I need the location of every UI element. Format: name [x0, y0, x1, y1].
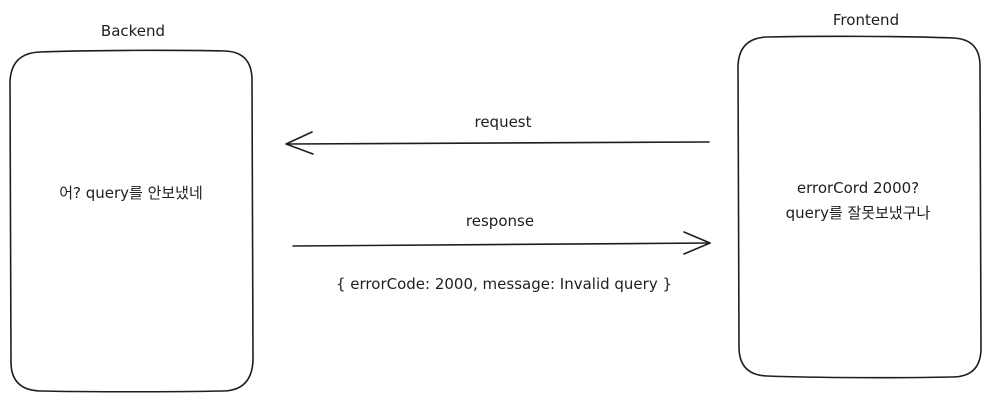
backend-box — [9, 49, 254, 393]
frontend-node: Frontend errorCord 2000? query를 잘못보냈구나 — [737, 11, 982, 379]
request-arrow-line — [286, 141, 710, 145]
request-arrow: request — [285, 113, 710, 155]
frontend-box — [737, 35, 982, 379]
backend-message: 어? query를 안보냈네 — [59, 184, 203, 202]
response-arrow-head — [683, 231, 711, 255]
frontend-message-line2: query를 잘못보냈구나 — [786, 204, 931, 222]
request-arrow-head — [285, 131, 314, 155]
backend-node: Backend 어? query를 안보냈네 — [9, 22, 254, 393]
response-body: { errorCode: 2000, message: Invalid quer… — [336, 275, 672, 293]
response-arrow: response { errorCode: 2000, message: Inv… — [292, 212, 711, 293]
response-label: response — [466, 212, 534, 230]
frontend-title: Frontend — [833, 11, 899, 29]
response-arrow-line — [292, 242, 711, 247]
frontend-message-line1: errorCord 2000? — [797, 179, 919, 197]
backend-title: Backend — [101, 22, 165, 40]
request-label: request — [474, 113, 531, 131]
